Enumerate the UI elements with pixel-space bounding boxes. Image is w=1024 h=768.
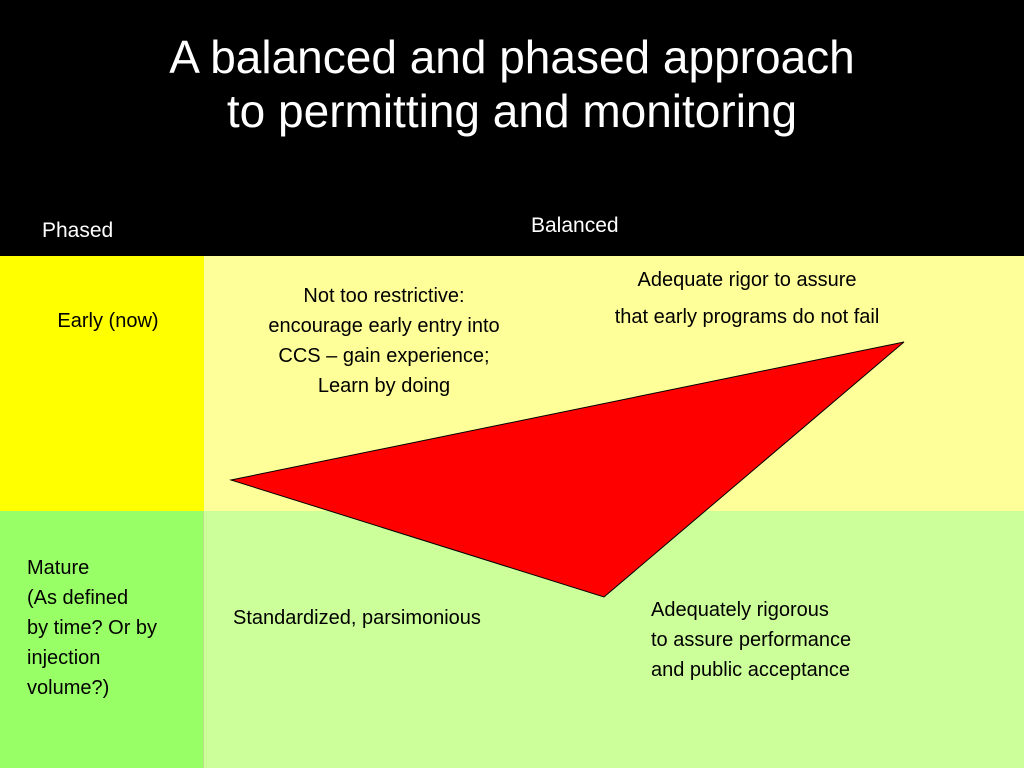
early-left-line-2: encourage early entry into xyxy=(268,315,500,337)
early-left-line-3: CCS – gain experience; xyxy=(278,345,490,367)
mature-left-text: Standardized, parsimonious xyxy=(233,607,481,629)
early-left-line-1: Not too restrictive: xyxy=(303,285,465,307)
header-phased: Phased xyxy=(42,219,114,242)
mature-right-line-3: and public acceptance xyxy=(651,659,851,681)
early-label-cell xyxy=(0,256,204,511)
mature-label-cell xyxy=(0,511,204,768)
mature-right-line-2: to assure performance xyxy=(651,629,852,651)
mature-label-line-3: by time? Or by xyxy=(27,617,158,639)
mature-right-line-1: Adequately rigorous xyxy=(651,599,829,621)
early-right-line-1: Adequate rigor to assure xyxy=(637,269,857,291)
early-row-label: Early (now) xyxy=(57,310,159,332)
mature-label-line-5: volume?) xyxy=(27,677,110,699)
mature-row-label: Mature (As defined by time? Or by inject… xyxy=(27,553,207,703)
mature-label-line-2: (As defined xyxy=(27,587,129,609)
mature-right-text: Adequately rigorous to assure performanc… xyxy=(651,595,951,685)
early-left-text: Not too restrictive: encourage early ent… xyxy=(224,281,544,401)
early-right-line-2: that early programs do not fail xyxy=(614,306,880,328)
title-line-1: A balanced and phased approach xyxy=(169,31,855,83)
early-right-text: Adequate rigor to assure that early prog… xyxy=(566,262,928,336)
mature-label-line-4: injection xyxy=(27,647,101,669)
header-balanced: Balanced xyxy=(531,214,619,237)
slide-title: A balanced and phased approach to permit… xyxy=(0,30,1024,138)
early-left-line-4: Learn by doing xyxy=(317,375,451,397)
title-line-2: to permitting and monitoring xyxy=(226,85,798,137)
mature-label-line-1: Mature xyxy=(27,557,90,579)
